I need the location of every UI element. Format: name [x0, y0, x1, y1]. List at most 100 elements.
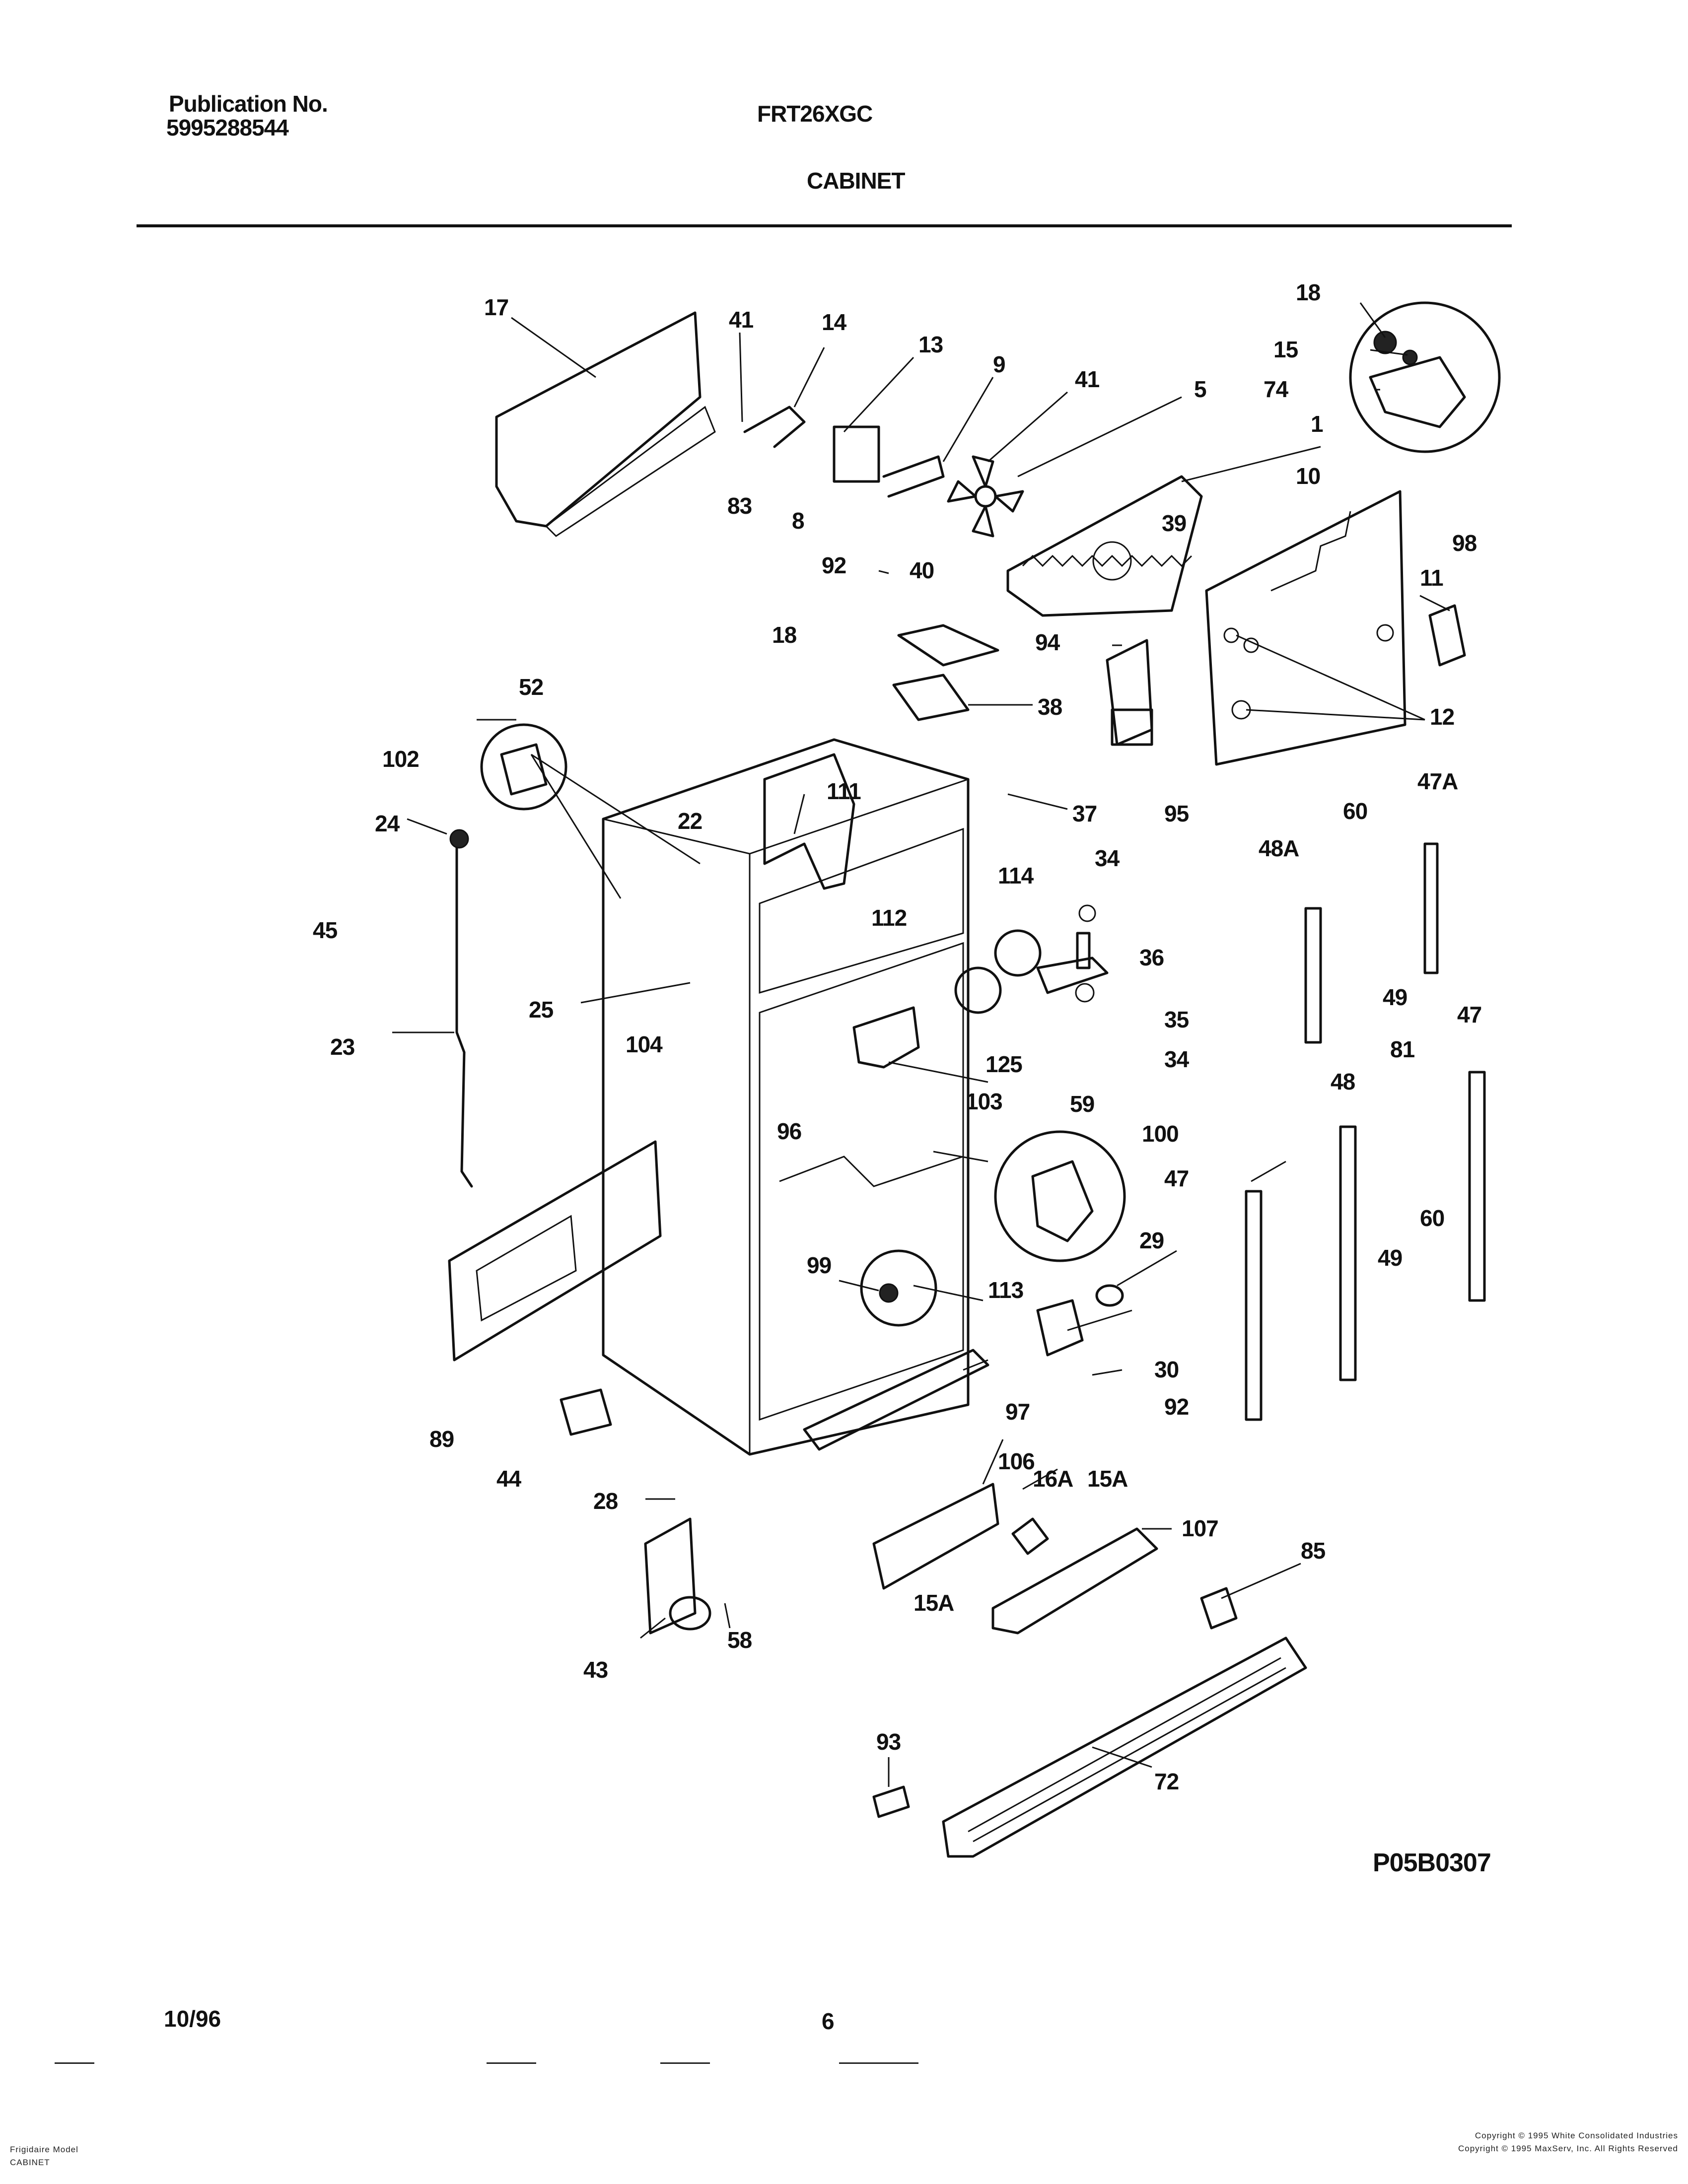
- callout-label: 40: [910, 557, 934, 583]
- callout-label: 125: [985, 1051, 1022, 1077]
- callout-label: 74: [1264, 376, 1289, 402]
- publication-label: Publication No.: [169, 91, 328, 117]
- light-cover-drawing: [991, 1527, 1158, 1635]
- callout-label: 47A: [1417, 768, 1458, 794]
- callout-label: 48: [1331, 1069, 1355, 1094]
- callout-label: 92: [822, 552, 846, 578]
- callout-label: 16A: [1033, 1466, 1073, 1492]
- callout-label: 103: [966, 1089, 1002, 1114]
- toe-grille-drawing: [942, 1637, 1307, 1858]
- callout-label: 13: [918, 332, 943, 357]
- callout-label: 60: [1420, 1205, 1444, 1231]
- callout-label: 39: [1162, 510, 1186, 536]
- figure-code: P05B0307: [1373, 1848, 1491, 1877]
- callout-label: 99: [807, 1252, 831, 1278]
- callout-label: 59: [1070, 1091, 1094, 1117]
- publication-number: 5995288544: [166, 115, 289, 140]
- callout-label: 45: [313, 917, 338, 943]
- model-number: FRT26XGC: [757, 101, 873, 127]
- callout-label: 8: [792, 508, 804, 534]
- callout-labels: 17 41 14 13 9 41 5 1 18 15 74 10 98 11 8…: [313, 279, 1491, 1877]
- callout-label: 5: [1194, 376, 1206, 402]
- callout-label: 102: [382, 746, 419, 772]
- callout-label: 38: [1038, 694, 1062, 720]
- callout-label: 18: [1296, 279, 1321, 305]
- rear-panel-drawing: [1205, 490, 1407, 766]
- callout-label: 14: [822, 309, 847, 335]
- hinge-detail-circle: [480, 723, 567, 811]
- callout-label: 52: [519, 674, 543, 700]
- callout-label: 112: [871, 905, 907, 931]
- callout-label: 96: [777, 1118, 801, 1144]
- footer-rule: [660, 2062, 710, 2064]
- callout-label: 47: [1164, 1165, 1189, 1191]
- callout-label: 113: [988, 1277, 1023, 1303]
- footer-rule: [487, 2062, 536, 2064]
- callout-label: 97: [1005, 1399, 1030, 1425]
- callout-label: 29: [1139, 1228, 1164, 1253]
- callout-label: 94: [1035, 629, 1060, 655]
- callout-label: 106: [998, 1448, 1035, 1474]
- light-shield-drawing: [872, 1483, 999, 1590]
- callout-label: 34: [1095, 845, 1120, 871]
- callout-label: 36: [1139, 945, 1164, 970]
- evaporator-drawing: [1006, 475, 1203, 617]
- callout-label: 114: [998, 863, 1034, 888]
- part-drawings: [448, 301, 1501, 1858]
- footer-model-caption: Frigidaire Model CABINET: [10, 2145, 78, 2167]
- callout-label: 10: [1296, 463, 1320, 489]
- callout-label: 11: [1420, 565, 1443, 591]
- callout-label: 83: [727, 493, 752, 519]
- callout-label: 93: [876, 1729, 901, 1755]
- lower-panel-drawing: [448, 1140, 662, 1362]
- callout-label: 92: [1164, 1394, 1189, 1420]
- footer-date: 10/96: [164, 2006, 221, 2032]
- callout-label: 72: [1154, 1769, 1179, 1794]
- callout-label: 60: [1343, 798, 1367, 824]
- callout-label: 15A: [914, 1590, 954, 1616]
- callout-label: 104: [626, 1031, 663, 1057]
- cabinet-body-drawing: [602, 738, 970, 1456]
- callout-label: 12: [1430, 704, 1454, 730]
- callout-label: 41: [729, 307, 754, 333]
- callout-label: 81: [1390, 1036, 1415, 1062]
- light-socket-detail-circle: [1349, 301, 1501, 453]
- damper-detail-circle: [994, 1130, 1126, 1262]
- evaporator-cover-drawing: [495, 311, 702, 528]
- callout-label: 49: [1378, 1245, 1402, 1271]
- callout-label: 98: [1452, 530, 1477, 556]
- callout-label: 111: [827, 778, 861, 804]
- callout-label: 35: [1164, 1007, 1189, 1032]
- section-title: CABINET: [807, 168, 905, 194]
- callout-label: 48A: [1259, 835, 1299, 861]
- callout-label: 44: [496, 1466, 522, 1492]
- callout-label: 49: [1383, 984, 1407, 1010]
- callout-label: 41: [1075, 366, 1100, 392]
- callout-label: 34: [1164, 1046, 1190, 1072]
- footer-copyright: Copyright © 1995 White Consolidated Indu…: [1458, 2131, 1678, 2153]
- callout-label: 30: [1154, 1357, 1179, 1382]
- fan-blade-drawing: [947, 455, 1024, 538]
- callout-label: 107: [1182, 1515, 1218, 1541]
- callout-label: 28: [593, 1488, 618, 1514]
- footer-rule: [839, 2062, 918, 2064]
- door-rod-drawing: [455, 837, 473, 1188]
- callout-label: 43: [583, 1657, 608, 1683]
- callout-label: 22: [678, 808, 702, 834]
- callout-label: 85: [1301, 1538, 1326, 1564]
- callout-label: 18: [772, 622, 797, 648]
- callout-leader-lines: [392, 302, 1450, 1787]
- callout-label: 15: [1273, 337, 1298, 362]
- footer-rule: [55, 2062, 94, 2064]
- callout-label: 47: [1457, 1002, 1481, 1027]
- callout-label: 1: [1311, 411, 1323, 437]
- header-rule: [137, 224, 1512, 227]
- callout-label: 37: [1072, 801, 1097, 826]
- callout-label: 100: [1142, 1121, 1179, 1147]
- callout-label: 89: [429, 1426, 454, 1452]
- footer-page-number: 6: [822, 2008, 835, 2034]
- callout-label: 17: [484, 294, 508, 320]
- callout-label: 58: [727, 1627, 752, 1653]
- callout-label: 25: [529, 997, 554, 1023]
